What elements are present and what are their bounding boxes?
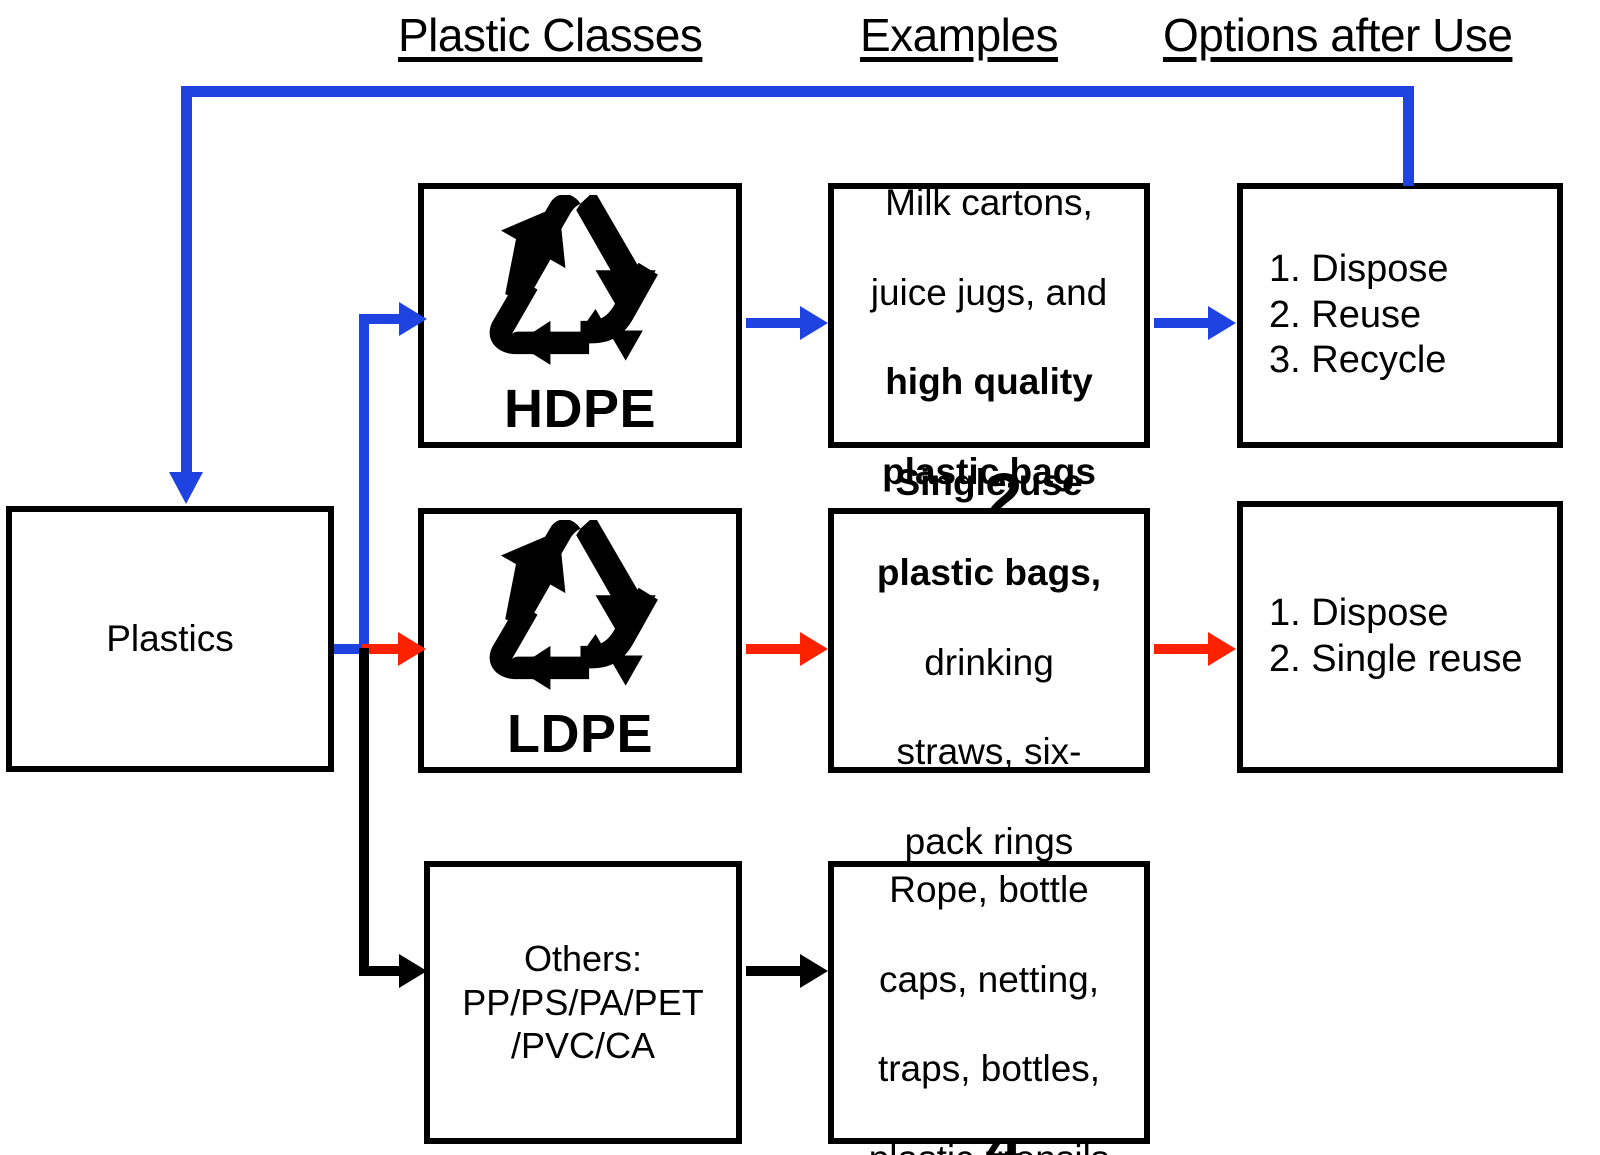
options-list-ldpe: 1. Dispose 2. Single reuse: [1269, 592, 1523, 680]
examples-line: Single-use: [895, 462, 1083, 504]
plastic-code-hdpe: HDPE: [503, 379, 657, 439]
examples-line: plastic bags: [882, 450, 1096, 492]
branch-ldpe-horizontal: [362, 644, 404, 654]
column-header-plastic-classes: Plastic Classes: [398, 9, 703, 61]
feedback-loop-vertical-left: [181, 86, 192, 476]
connector-hdpe-to-examples-arrowhead: [800, 306, 828, 340]
branch-others-horizontal: [359, 966, 405, 976]
examples-line: drinking: [924, 641, 1054, 683]
connector-hdpe-to-examples: [746, 318, 806, 328]
branch-hdpe-horizontal: [359, 314, 403, 324]
feedback-loop-arrowhead: [169, 472, 203, 504]
branch-hdpe-vertical: [359, 314, 369, 654]
examples-line: plastic utensils: [869, 1138, 1110, 1155]
connector-others-to-examples-arrowhead: [800, 954, 828, 988]
examples-line: Rope, bottle: [889, 869, 1089, 911]
feedback-loop-horizontal-top: [181, 86, 1414, 97]
class-text-others: Others: PP/PS/PA/PET /PVC/CA: [462, 938, 704, 1067]
examples-box-hdpe[interactable]: Milk cartons, juice jugs, and high quali…: [828, 182, 1150, 492]
examples-line: traps, bottles,: [877, 1048, 1101, 1090]
column-header-examples: Examples: [860, 9, 1058, 61]
class-box-others[interactable]: Others: PP/PS/PA/PET /PVC/CA: [424, 861, 742, 1144]
connector-examples-to-options-ldpe-arrowhead: [1208, 632, 1236, 666]
connector-ldpe-to-examples-arrowhead: [800, 632, 828, 666]
column-header-options-after-use: Options after Use: [1163, 9, 1513, 61]
plastics-source-label: Plastics: [106, 617, 234, 659]
connector-examples-to-options-ldpe: [1154, 644, 1214, 654]
examples-text-others: Rope, bottle caps, netting, traps, bottl…: [861, 823, 1118, 1155]
class-box-ldpe[interactable]: LDPE 4: [418, 508, 1022, 1155]
examples-line: caps, netting,: [878, 958, 1100, 1000]
recycling-symbol-4: LDPE 4: [424, 514, 1022, 1155]
plastics-outflow-stub: [334, 644, 376, 654]
branch-hdpe-arrowhead: [399, 302, 427, 336]
examples-line: Milk cartons,: [885, 182, 1093, 224]
examples-line: juice jugs, and: [870, 271, 1108, 313]
connector-ldpe-to-examples: [746, 644, 806, 654]
examples-line: straws, six-: [896, 731, 1082, 773]
examples-line: plastic bags,: [876, 551, 1102, 593]
examples-line: high quality: [885, 361, 1093, 403]
branch-others-arrowhead: [399, 954, 427, 988]
connector-examples-to-options-hdpe: [1154, 318, 1214, 328]
examples-box-ldpe[interactable]: Single-use plastic bags, drinking straws…: [828, 462, 1150, 862]
options-box-hdpe[interactable]: 1. Dispose 2. Reuse 3. Recycle: [1237, 183, 1563, 448]
examples-line: pack rings: [904, 820, 1074, 862]
branch-others-vertical: [359, 648, 369, 976]
branch-ldpe-arrowhead: [398, 632, 426, 666]
feedback-loop-vertical-right: [1403, 86, 1414, 186]
connector-examples-to-options-hdpe-arrowhead: [1208, 306, 1236, 340]
plastic-code-ldpe: LDPE: [506, 704, 654, 764]
connector-others-to-examples: [746, 966, 806, 976]
examples-box-others[interactable]: Rope, bottle caps, netting, traps, bottl…: [828, 861, 1150, 1155]
options-list-hdpe: 1. Dispose 2. Reuse 3. Recycle: [1269, 248, 1449, 382]
options-box-ldpe[interactable]: 1. Dispose 2. Single reuse: [1237, 501, 1563, 773]
examples-text-ldpe: Single-use plastic bags, drinking straws…: [869, 417, 1109, 865]
examples-text-hdpe: Milk cartons, juice jugs, and high quali…: [863, 136, 1116, 494]
recycling-symbol-2: HDPE 2: [424, 189, 1022, 533]
class-box-hdpe[interactable]: HDPE 2: [418, 183, 1022, 533]
plastics-source-box[interactable]: Plastics: [6, 506, 334, 772]
